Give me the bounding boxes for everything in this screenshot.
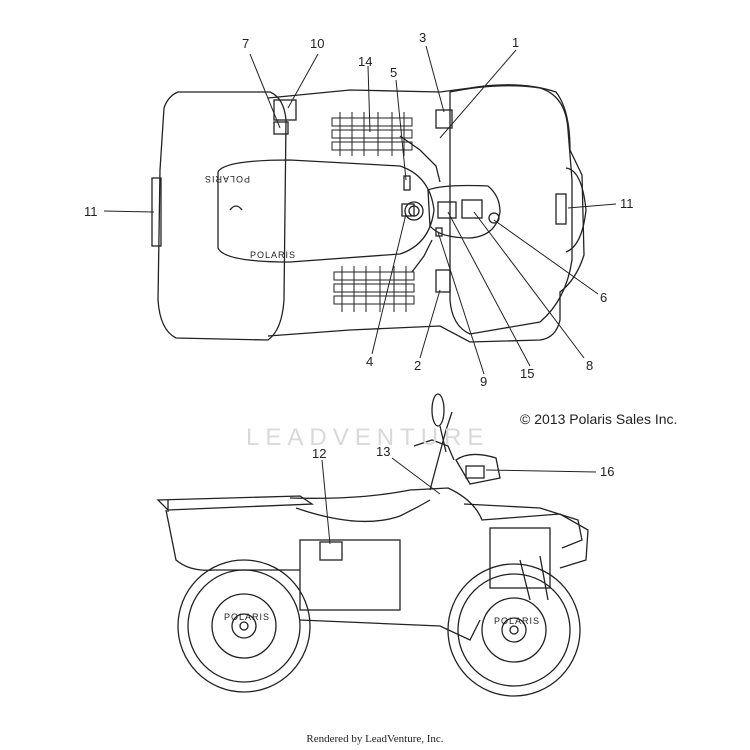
handlebar-side xyxy=(413,439,455,461)
front-wheel xyxy=(447,563,581,697)
decal-5-box xyxy=(403,175,411,191)
top-leader-lines xyxy=(103,45,617,375)
decal-12-box xyxy=(319,541,343,561)
handlebar-upper xyxy=(399,135,441,183)
rear-body xyxy=(165,509,300,571)
callout-12: 12 xyxy=(312,446,326,461)
front-wheel-hub-text: POLARIS xyxy=(494,616,540,626)
body-side xyxy=(289,487,589,569)
console xyxy=(427,184,501,239)
fender-brand-bottom: POLARIS xyxy=(250,250,296,260)
copyright-notice: © 2013 Polaris Sales Inc. xyxy=(520,411,678,427)
decal-2-box xyxy=(435,269,451,293)
floor xyxy=(299,619,481,641)
seat xyxy=(217,159,435,263)
rear-rack xyxy=(156,495,315,511)
footer-credit: Rendered by LeadVenture, Inc. xyxy=(306,733,444,745)
decal-7-box xyxy=(273,121,289,135)
callout-5: 5 xyxy=(390,65,397,80)
front-suspension xyxy=(519,555,549,601)
seat-side xyxy=(295,499,431,523)
front-fender-side xyxy=(463,503,583,549)
engine xyxy=(299,539,401,611)
watermark-text: LEADVENTURE xyxy=(246,424,490,451)
decal-8-box xyxy=(461,199,483,219)
decal-10-box xyxy=(273,99,297,121)
mirror xyxy=(431,393,445,427)
callout-2: 2 xyxy=(414,358,421,373)
callout-13: 13 xyxy=(376,444,390,459)
callout-7: 7 xyxy=(242,36,249,51)
decal-15-box xyxy=(437,201,457,219)
decal-4-box xyxy=(401,203,415,217)
footrest-upper xyxy=(331,112,413,156)
instrument-pod xyxy=(455,453,501,485)
atv-top-view xyxy=(151,84,587,343)
callout-4: 4 xyxy=(366,354,373,369)
rear-fender xyxy=(157,91,287,341)
decal-16-box xyxy=(465,465,485,479)
front-light xyxy=(555,193,567,225)
handlebar-lower xyxy=(411,239,433,273)
fuel-cap xyxy=(404,201,424,221)
callout-9: 9 xyxy=(480,374,487,389)
callout-15: 15 xyxy=(520,366,534,381)
decal-3-box xyxy=(435,109,453,129)
fender-brand-top: POLARIS xyxy=(204,174,250,184)
footrest-lower xyxy=(333,266,415,312)
callout-6: 6 xyxy=(600,290,607,305)
front-fender xyxy=(449,85,573,335)
rear-wheel xyxy=(177,559,311,693)
callout-14: 14 xyxy=(358,54,372,69)
side-leader-lines xyxy=(321,457,597,545)
rear-wheel-hub-text: POLARIS xyxy=(224,612,270,622)
ignition-6 xyxy=(488,212,500,224)
callout-16: 16 xyxy=(600,464,614,479)
steering-column xyxy=(429,411,453,491)
callout-10: 10 xyxy=(310,36,324,51)
radiator xyxy=(489,527,551,589)
atv-side-view xyxy=(156,393,589,697)
callout-11-right: 11 xyxy=(620,196,634,211)
callout-1: 1 xyxy=(512,35,519,50)
callout-3: 3 xyxy=(419,30,426,45)
body-outline xyxy=(267,84,585,343)
front-bumper xyxy=(565,167,587,253)
callout-8: 8 xyxy=(586,358,593,373)
callout-11-left: 11 xyxy=(84,204,98,219)
rear-hitch xyxy=(229,205,243,211)
